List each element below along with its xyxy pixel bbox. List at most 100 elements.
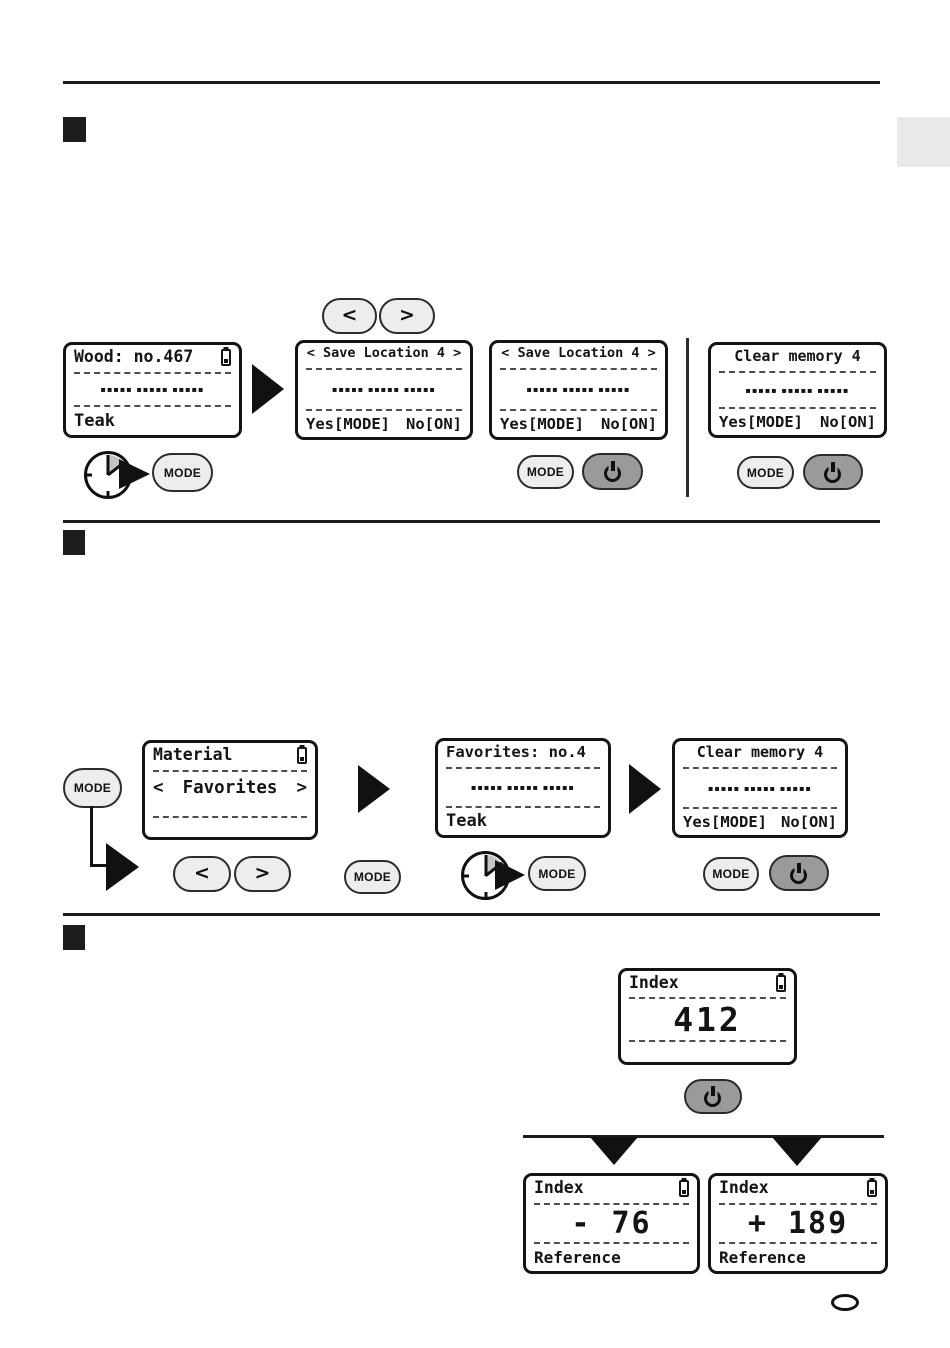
mode-button-label: MODE bbox=[526, 465, 565, 479]
lcd-title-row: Index bbox=[629, 973, 786, 996]
battery-icon bbox=[221, 347, 231, 366]
battery-level bbox=[870, 1190, 874, 1194]
mode-button: MODE bbox=[703, 857, 759, 891]
lcd-separator bbox=[629, 996, 786, 999]
mode-button-label: MODE bbox=[163, 465, 202, 480]
power-button bbox=[769, 855, 829, 891]
header-rule bbox=[63, 81, 880, 84]
section-marker-2 bbox=[63, 530, 85, 555]
next-button-label: > bbox=[254, 862, 271, 884]
prev-button: < bbox=[173, 856, 231, 892]
lcd-footer: Yes[MODE] No[ON] bbox=[719, 410, 876, 430]
lcd-footer: Teak bbox=[446, 809, 600, 830]
lcd-body: ▪▪▪▪▪ ▪▪▪▪▪ ▪▪▪▪▪ bbox=[306, 371, 462, 408]
lcd-title-row: Wood: no.467 bbox=[74, 347, 231, 371]
lcd-title: Material bbox=[153, 745, 233, 764]
lcd-separator bbox=[629, 1039, 786, 1042]
lcd-display-material-menu: Material < Favorites > bbox=[142, 740, 318, 840]
lcd-separator bbox=[446, 806, 600, 808]
lcd-reference-label: Reference bbox=[719, 1248, 806, 1267]
lcd-index-value: - 76 bbox=[571, 1206, 652, 1241]
lcd-separator bbox=[719, 407, 876, 409]
flow-connector-horizontal bbox=[90, 864, 107, 867]
lcd-display-save-location-1: < Save Location 4 > ▪▪▪▪▪ ▪▪▪▪▪ ▪▪▪▪▪ Ye… bbox=[295, 340, 473, 440]
mode-button-label: MODE bbox=[353, 870, 392, 884]
battery-icon bbox=[776, 973, 786, 992]
clock-tick bbox=[106, 491, 110, 498]
arrow-down-icon bbox=[590, 1137, 638, 1165]
lcd-selector-next: > bbox=[296, 778, 307, 798]
power-icon-bar bbox=[797, 862, 801, 873]
lcd-separator bbox=[683, 767, 837, 769]
lcd-title: < Save Location 4 > bbox=[501, 345, 656, 361]
lcd-footer: Teak bbox=[74, 408, 231, 430]
battery-level bbox=[682, 1190, 686, 1194]
battery-level bbox=[224, 359, 228, 363]
lcd-body: ▪▪▪▪▪ ▪▪▪▪▪ ▪▪▪▪▪ bbox=[446, 770, 600, 805]
mode-button: MODE bbox=[344, 860, 401, 894]
lcd-no-action: No[ON] bbox=[601, 414, 657, 433]
lcd-yes-action: Yes[MODE] bbox=[306, 414, 390, 433]
mode-button: MODE bbox=[63, 768, 122, 808]
arrow-down-icon bbox=[772, 1137, 822, 1166]
lcd-selector-prev: < bbox=[153, 778, 164, 798]
lcd-body bbox=[153, 803, 307, 815]
section-marker-1 bbox=[63, 117, 86, 142]
lcd-title-row: Index bbox=[719, 1178, 877, 1202]
arrow-right-icon bbox=[629, 764, 661, 814]
lcd-title: < Save Location 4 > bbox=[306, 345, 462, 361]
lcd-display-index-negative: Index - 76 Reference bbox=[523, 1173, 700, 1274]
lcd-separator bbox=[719, 1203, 877, 1205]
lcd-footer bbox=[629, 1043, 786, 1057]
power-icon-bar bbox=[610, 461, 615, 471]
arrow-right-icon bbox=[495, 860, 525, 890]
lcd-body: + 189 bbox=[719, 1206, 877, 1241]
lcd-title-row: < Save Location 4 > bbox=[306, 345, 462, 367]
lcd-display-clear-memory-2: Clear memory 4 ▪▪▪▪▪ ▪▪▪▪▪ ▪▪▪▪▪ Yes[MOD… bbox=[672, 738, 848, 838]
power-icon-bar bbox=[831, 461, 835, 472]
lcd-body: ▪▪▪▪▪ ▪▪▪▪▪ ▪▪▪▪▪ bbox=[683, 770, 837, 806]
lcd-separator bbox=[153, 816, 307, 818]
next-button-label: > bbox=[399, 304, 415, 326]
lcd-index-value: + 189 bbox=[747, 1206, 849, 1241]
lcd-footer: Reference bbox=[719, 1245, 877, 1266]
battery-nub bbox=[299, 745, 305, 748]
lcd-footer bbox=[153, 819, 307, 832]
lcd-title: Index bbox=[719, 1178, 769, 1197]
lcd-display-wood: Wood: no.467 ▪▪▪▪▪ ▪▪▪▪▪ ▪▪▪▪▪ Teak bbox=[63, 342, 242, 438]
section-marker-3 bbox=[63, 925, 85, 950]
lcd-separator bbox=[534, 1242, 689, 1244]
power-icon bbox=[788, 862, 810, 884]
battery-icon bbox=[297, 745, 307, 764]
arrow-right-icon bbox=[106, 843, 139, 891]
lcd-body: ▪▪▪▪▪ ▪▪▪▪▪ ▪▪▪▪▪ bbox=[500, 371, 657, 408]
flow-connector-vertical bbox=[90, 806, 93, 867]
lcd-dots: ▪▪▪▪▪ ▪▪▪▪▪ ▪▪▪▪▪ bbox=[708, 783, 812, 793]
lcd-dots: ▪▪▪▪▪ ▪▪▪▪▪ ▪▪▪▪▪ bbox=[526, 385, 631, 394]
lcd-separator bbox=[500, 409, 657, 411]
lcd-footer: Yes[MODE] No[ON] bbox=[683, 810, 837, 830]
mode-button: MODE bbox=[528, 856, 586, 891]
lcd-display-save-location-2: < Save Location 4 > ▪▪▪▪▪ ▪▪▪▪▪ ▪▪▪▪▪ Ye… bbox=[489, 340, 668, 440]
lcd-title-row: Material bbox=[153, 745, 307, 769]
prev-button: < bbox=[322, 298, 377, 334]
mode-button: MODE bbox=[737, 456, 794, 489]
lcd-display-index-positive: Index + 189 Reference bbox=[708, 1173, 888, 1274]
next-button: > bbox=[234, 856, 291, 892]
prev-button-label: < bbox=[194, 862, 210, 884]
battery-icon bbox=[867, 1178, 877, 1197]
lcd-separator bbox=[306, 368, 462, 370]
lcd-title-row: Clear memory 4 bbox=[683, 743, 837, 766]
lcd-title: Clear memory 4 bbox=[696, 743, 824, 761]
power-icon-bar bbox=[711, 1086, 715, 1096]
lcd-selector-item: Favorites bbox=[182, 778, 278, 798]
lcd-title: Wood: no.467 bbox=[74, 347, 194, 366]
lcd-separator bbox=[306, 409, 462, 411]
power-icon bbox=[602, 461, 624, 482]
battery-level bbox=[300, 757, 304, 761]
lcd-title-row: Clear memory 4 bbox=[719, 347, 876, 370]
mode-button: MODE bbox=[517, 455, 574, 489]
lcd-no-action: No[ON] bbox=[781, 812, 837, 831]
mode-button-label: MODE bbox=[746, 465, 785, 480]
